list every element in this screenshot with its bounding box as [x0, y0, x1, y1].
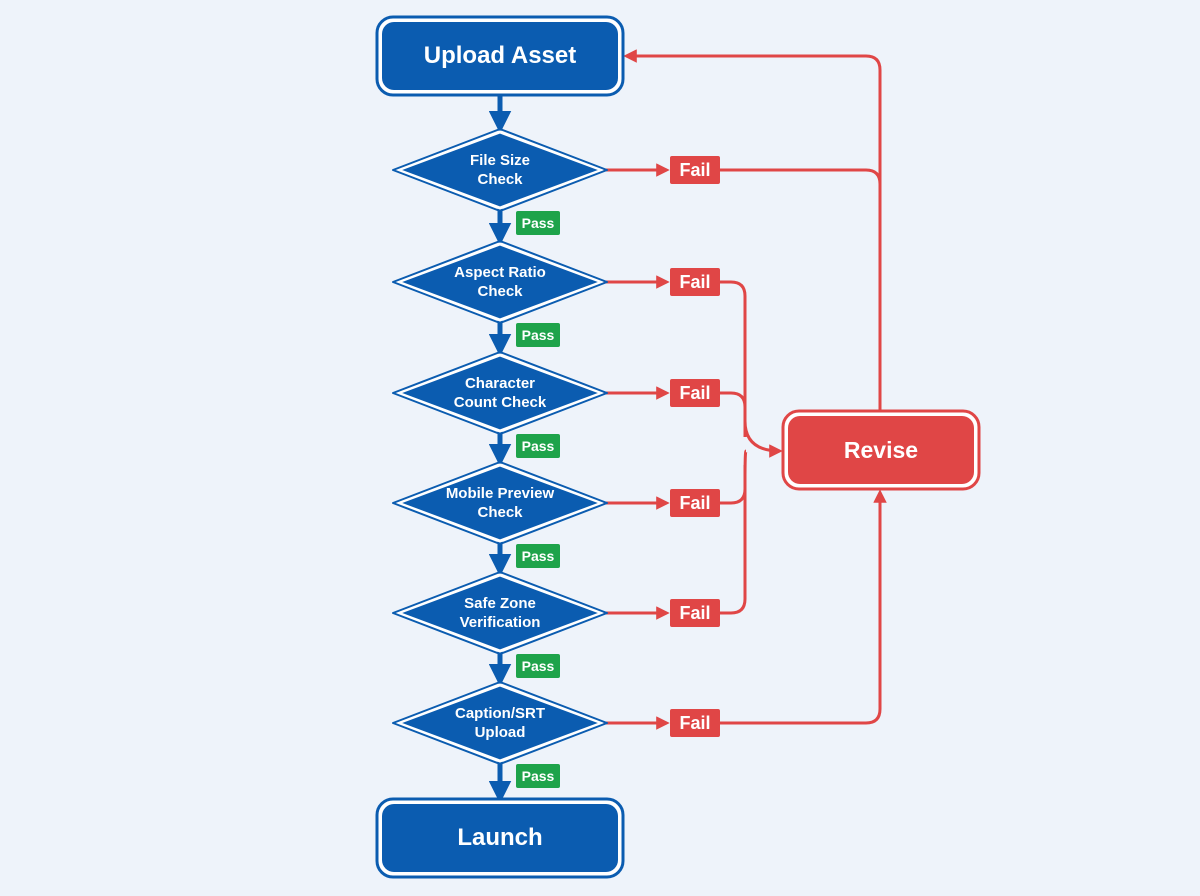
pass-tag-label: Pass [521, 438, 555, 454]
check-label: Caption/SRT Upload [455, 705, 545, 741]
upload-asset-label: Upload Asset [423, 42, 577, 69]
launch-label: Launch [457, 824, 543, 851]
fail-tag-label: Fail [679, 159, 711, 180]
fail-tag-label: Fail [679, 271, 711, 292]
loop-line [720, 168, 882, 185]
pass-tag [516, 211, 560, 235]
fail-tag [670, 489, 720, 517]
pass-tag [516, 544, 560, 568]
fail-tag [670, 268, 720, 296]
to-revise-arrow [743, 420, 783, 458]
check-diamond-outline [392, 240, 608, 324]
pass-tag [516, 434, 560, 458]
check-diamond [396, 463, 604, 543]
fail-tag [670, 379, 720, 407]
check-diamond-outline [392, 571, 608, 655]
fail-tag-label: Fail [679, 712, 711, 733]
merge-line [720, 465, 747, 615]
fail-tag [670, 599, 720, 627]
check-diamond [396, 353, 604, 433]
check-diamond [396, 130, 604, 210]
revise-label: Revise [843, 436, 919, 463]
pass-tag [516, 654, 560, 678]
fail-tag [670, 156, 720, 184]
pass-tag-label: Pass [521, 327, 555, 343]
fail-tag [670, 709, 720, 737]
return-to-upload-arrow [623, 49, 882, 411]
check-diamond [396, 683, 604, 763]
check-diamond-outline [392, 681, 608, 765]
merge-line [720, 391, 747, 437]
fail-tag-label: Fail [679, 492, 711, 513]
caption-to-revise-arrow [720, 489, 887, 725]
check-label: Safe Zone Verification [459, 595, 541, 631]
fail-tag-label: Fail [679, 602, 711, 623]
check-label: Mobile Preview Check [445, 485, 555, 521]
check-diamond [396, 573, 604, 653]
merge-curve [743, 449, 748, 482]
check-label: Aspect Ratio Check [454, 264, 546, 300]
pass-tag [516, 323, 560, 347]
check-diamond-outline [392, 128, 608, 212]
check-label: Character Count Check [453, 375, 547, 411]
check-diamond-outline [392, 461, 608, 545]
pass-tag [516, 764, 560, 788]
pass-tag-label: Pass [521, 215, 555, 231]
pass-tag-label: Pass [521, 548, 555, 564]
pass-tag-label: Pass [521, 768, 555, 784]
merge-line [720, 465, 747, 505]
revise-node [788, 416, 974, 484]
pass-tag-label: Pass [521, 658, 555, 674]
fail-tag-label: Fail [679, 382, 711, 403]
launch-node [382, 804, 618, 872]
upload-asset-node [382, 22, 618, 90]
check-label: File Size Check [469, 152, 531, 188]
merge-line [720, 280, 747, 437]
check-diamond-outline [392, 351, 608, 435]
check-diamond [396, 242, 604, 322]
